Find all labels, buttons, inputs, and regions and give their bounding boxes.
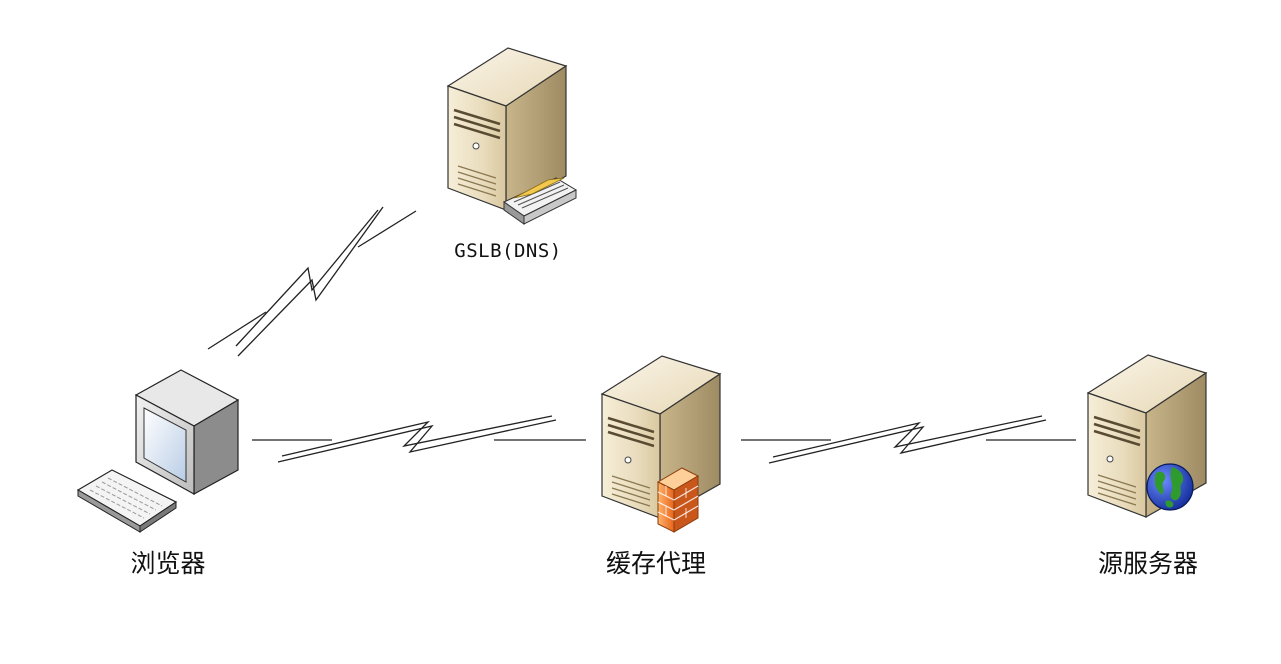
link-cache-origin bbox=[741, 415, 1076, 464]
proxy-server-firewall-icon bbox=[600, 355, 722, 533]
cache-proxy-label: 缓存代理 bbox=[605, 549, 707, 578]
dns-server-icon bbox=[446, 47, 578, 225]
browser-label: 浏览器 bbox=[130, 549, 206, 578]
web-server-globe-icon bbox=[1086, 354, 1208, 519]
origin-server-label: 源服务器 bbox=[1097, 549, 1199, 578]
desktop-computer-icon bbox=[76, 369, 240, 533]
link-browser-cache bbox=[252, 415, 586, 463]
dns-server-label: GSLB(DNS) bbox=[454, 240, 562, 262]
link-browser-dns bbox=[207, 206, 417, 357]
